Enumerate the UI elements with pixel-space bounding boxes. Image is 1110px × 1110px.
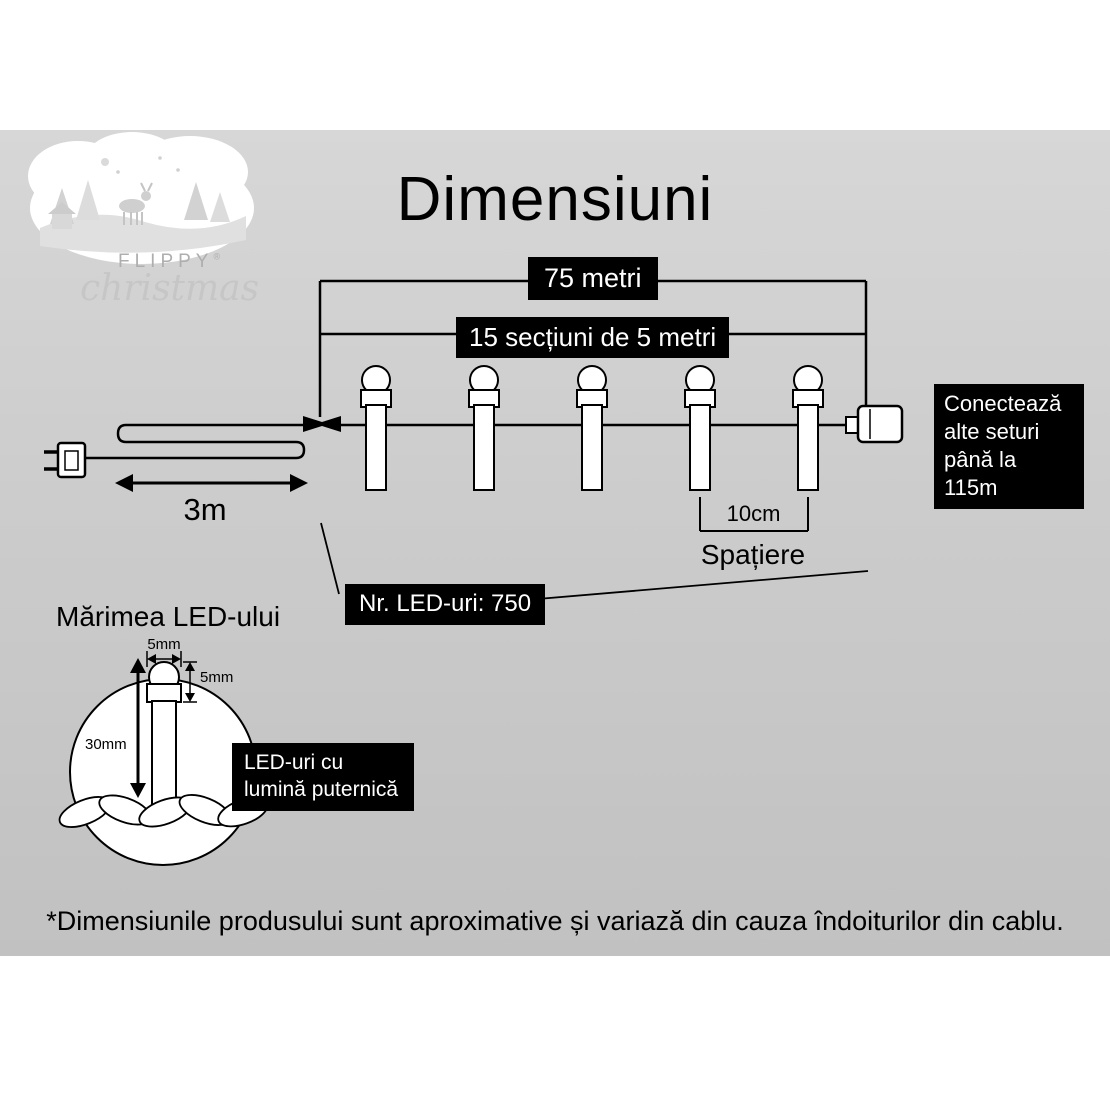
logo-star-icon [176, 168, 180, 172]
led-width-label: 5mm [147, 636, 181, 653]
spacing-value-label: 10cm [726, 501, 781, 526]
bracket-10cm [699, 497, 809, 532]
logo-house-icon [52, 214, 72, 229]
power-plug-icon [44, 441, 87, 479]
connect-note-badge: Conectează alte seturi până la 115m [934, 384, 1084, 509]
logo-tree-icon [210, 192, 230, 222]
logo-tree-icon [76, 180, 100, 220]
logo-hill [40, 214, 246, 253]
logo-tree-icon [184, 182, 208, 220]
logo-star-icon [158, 156, 162, 160]
led-detail-bulb [146, 661, 182, 806]
logo-moon-icon [101, 158, 109, 166]
wire-junction-icon [303, 416, 341, 432]
led-bulb [576, 365, 608, 491]
arrow-5mm-width [146, 651, 182, 667]
led-count-badge: Nr. LED-uri: 750 [345, 584, 546, 625]
total-length-badge: 75 metri [528, 257, 658, 300]
led-bulb [360, 365, 392, 491]
logo-house-roof [48, 202, 76, 214]
led-head-label: 5mm [200, 669, 234, 686]
spacing-label: Spațiere [700, 539, 806, 570]
disclaimer-text: *Dimensiunile produsului sunt aproximati… [46, 906, 1064, 936]
led-bulb [792, 365, 824, 491]
led-body-length-label: 30mm [85, 736, 127, 753]
led-brightness-badge: LED-uri cu lumină puternică [232, 743, 414, 811]
logo-deer-icon [119, 182, 153, 225]
lead-length-label: 3m [183, 492, 227, 527]
sections-badge: 15 secțiuni de 5 metri [456, 317, 730, 359]
led-bulb [468, 365, 500, 491]
logo-brand-name: FLIPPY [118, 251, 214, 272]
arrow-5mm-head [183, 661, 197, 703]
logo-script-text: christmas [80, 268, 260, 309]
leader-line-right [513, 570, 869, 602]
leader-line-left [320, 522, 340, 595]
end-connector-icon [845, 404, 904, 444]
registered-mark: ® [213, 251, 221, 262]
logo-brand-text: FLIPPY® [118, 251, 221, 273]
logo-cloud-icon [28, 132, 254, 264]
arrow-3m [115, 474, 308, 492]
led-bulb [684, 365, 716, 491]
logo-star-icon [116, 170, 120, 174]
lead-wire-coil [84, 423, 306, 460]
arrow-30mm-body [130, 658, 146, 798]
led-size-title: Mărimea LED-ului [56, 601, 281, 632]
page-title: Dimensiuni [396, 165, 714, 234]
